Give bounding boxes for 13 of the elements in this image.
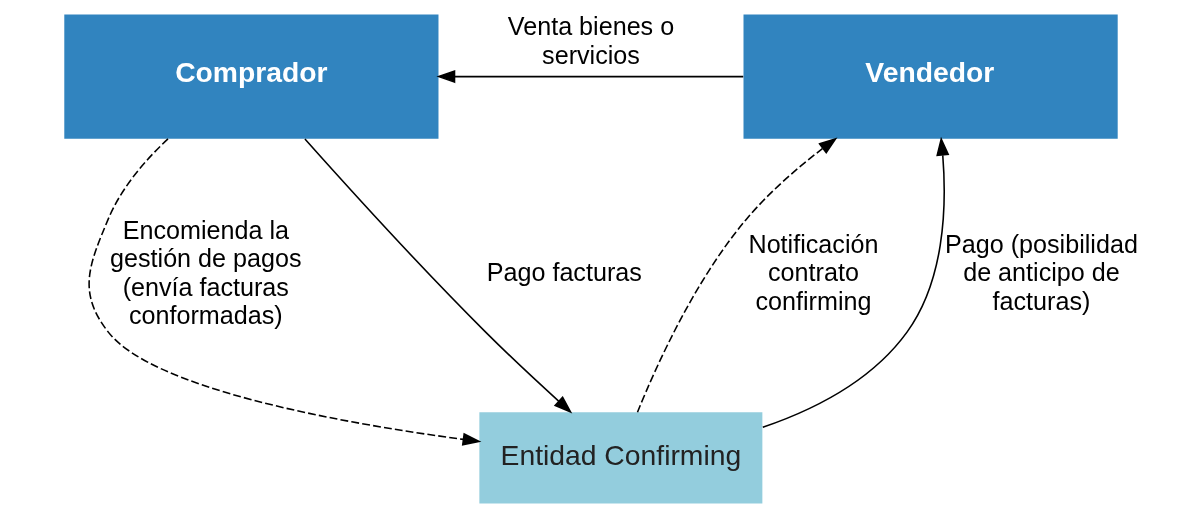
edge-label: Encomienda la gestión de pagos (envía facturas conformadas): [109, 216, 302, 329]
arrow: [303, 138, 572, 414]
arrow: [435, 70, 744, 84]
node-box: Comprador: [63, 14, 438, 139]
arrow: [87, 138, 481, 446]
arrow: [636, 137, 837, 413]
edge-label: Notificación contrato confirming: [747, 230, 878, 315]
edge-label: Pago facturas: [486, 258, 642, 287]
node-box: Entidad Confirming: [478, 412, 762, 504]
arrow: [761, 136, 949, 429]
node-box: Vendedor: [743, 14, 1118, 139]
edge-label: Pago (posibilidad de anticipo de facturas): [944, 230, 1138, 315]
edge-label: Venta bienes o servicios: [507, 12, 674, 69]
